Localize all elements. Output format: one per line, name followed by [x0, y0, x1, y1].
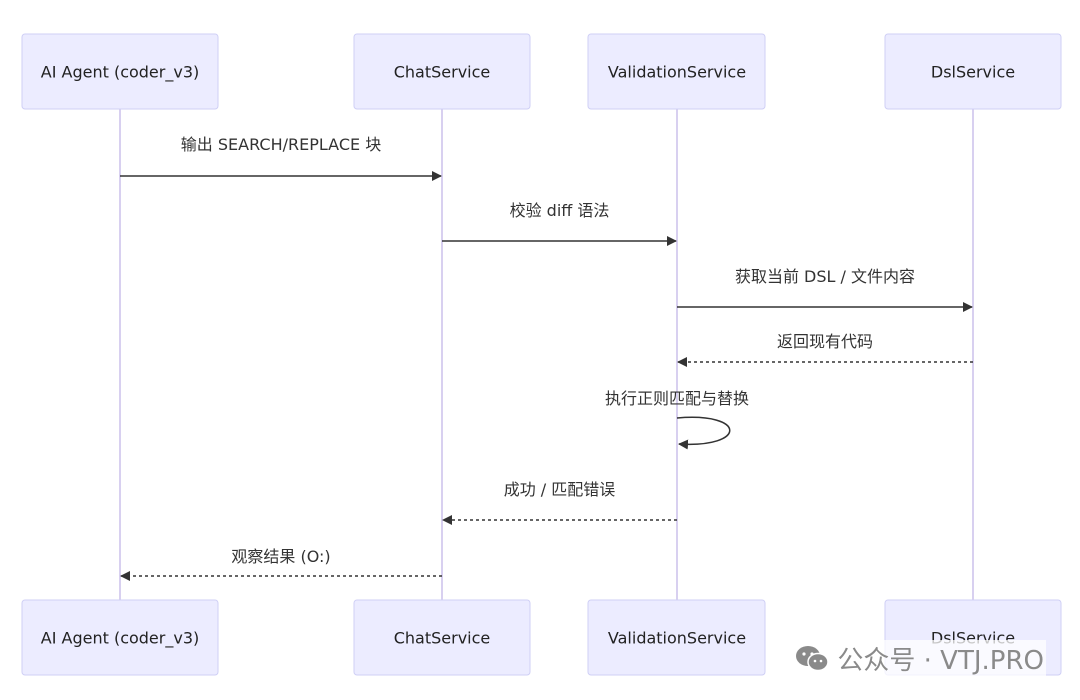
- actor-agent-bottom: AI Agent (coder_v3): [21, 599, 219, 676]
- message-1: 输出 SEARCH/REPLACE 块: [120, 135, 442, 181]
- actor-label: AI Agent (coder_v3): [41, 629, 200, 649]
- message-label: 获取当前 DSL / 文件内容: [735, 267, 915, 286]
- actor-label: AI Agent (coder_v3): [41, 63, 200, 83]
- actor-validation-top: ValidationService: [587, 33, 766, 110]
- actor-agent-top: AI Agent (coder_v3): [21, 33, 219, 110]
- actors-bottom: AI Agent (coder_v3) ChatService Validation…: [21, 599, 1062, 676]
- actor-validation-bottom: ValidationService: [587, 599, 766, 676]
- actor-box: [21, 599, 219, 676]
- actors-top: AI Agent (coder_v3) ChatService Validation…: [21, 33, 1062, 110]
- wechat-icon: [796, 645, 830, 671]
- message-label: 返回现有代码: [777, 332, 873, 351]
- message-4: 返回现有代码: [677, 332, 973, 367]
- actor-label: ValidationService: [608, 63, 746, 82]
- actor-label: ChatService: [394, 629, 491, 648]
- actor-label: DslService: [931, 63, 1015, 82]
- watermark-text: 公众号 · VTJ.PRO: [837, 646, 1044, 676]
- message-6: 成功 / 匹配错误: [442, 480, 677, 525]
- message-3: 获取当前 DSL / 文件内容: [677, 267, 973, 312]
- actor-box: [587, 599, 766, 676]
- message-7: 观察结果 (O:): [120, 547, 442, 581]
- message-2: 校验 diff 语法: [442, 201, 677, 246]
- watermark: 公众号 · VTJ.PRO: [793, 640, 1046, 677]
- actor-box: [884, 33, 1062, 110]
- actor-box: [587, 33, 766, 110]
- message-arrow: [676, 416, 731, 450]
- message-5: 执行正则匹配与替换: [605, 389, 749, 450]
- actor-chat-bottom: ChatService: [353, 599, 531, 676]
- actor-dsl-top: DslService: [884, 33, 1062, 110]
- actor-label: ChatService: [394, 63, 491, 82]
- message-label: 校验 diff 语法: [510, 201, 610, 220]
- actor-box: [21, 33, 219, 110]
- actor-label: ValidationService: [608, 629, 746, 648]
- message-label: 成功 / 匹配错误: [504, 480, 616, 499]
- actor-chat-top: ChatService: [353, 33, 531, 110]
- message-label: 输出 SEARCH/REPLACE 块: [181, 135, 381, 154]
- actor-box: [353, 599, 531, 676]
- actor-box: [353, 33, 531, 110]
- lifelines: [119, 109, 974, 600]
- message-label: 观察结果 (O:): [231, 547, 330, 566]
- message-label: 执行正则匹配与替换: [605, 389, 749, 408]
